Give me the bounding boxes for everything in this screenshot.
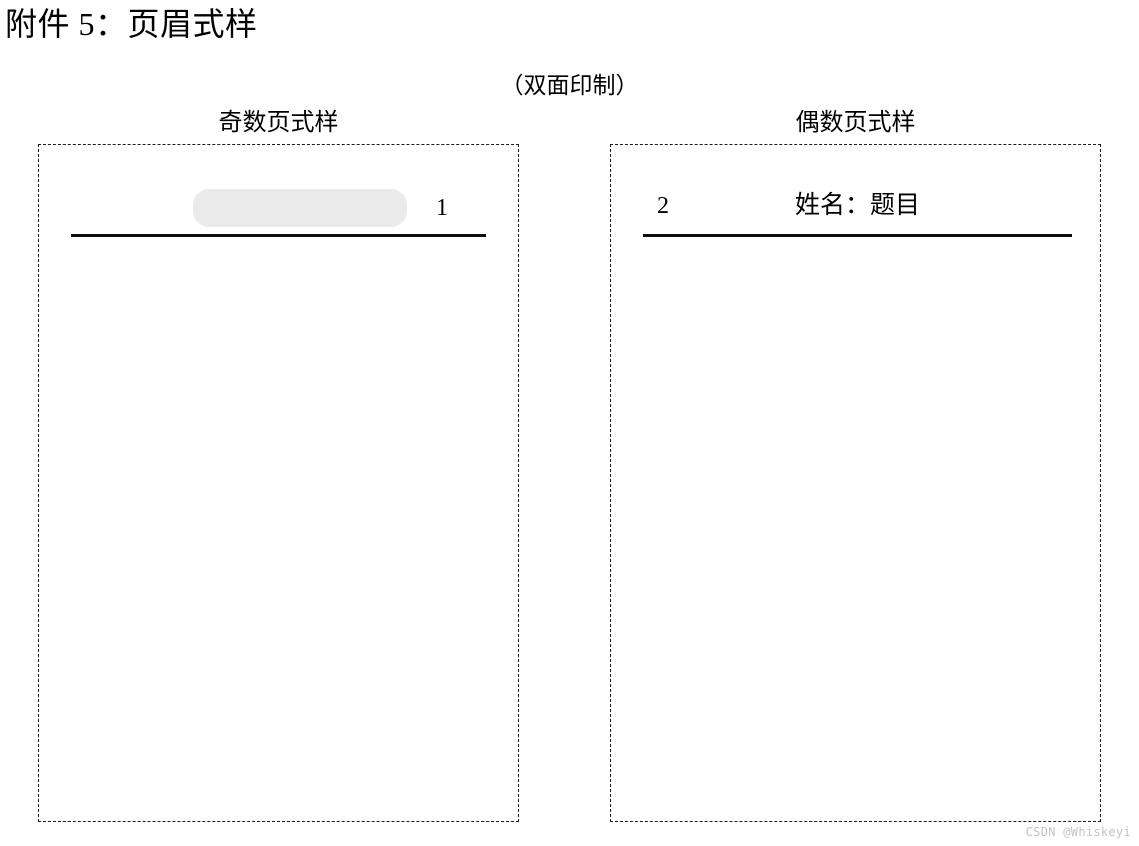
odd-page-box: 1	[38, 144, 519, 822]
even-page-header-row: 2 姓名：题目	[643, 185, 1072, 233]
redaction-blob	[193, 189, 407, 227]
print-mode-note: （双面印制）	[500, 73, 639, 98]
watermark: CSDN @Whiskeyi	[1025, 825, 1131, 839]
even-page-number: 2	[657, 193, 669, 219]
even-page-caption: 偶数页式样	[795, 110, 916, 136]
odd-page-caption: 奇数页式样	[218, 110, 339, 136]
even-page-box: 2 姓名：题目	[610, 144, 1101, 822]
odd-page-sample: 奇数页式样 1	[38, 108, 519, 822]
even-page-header-rule	[643, 234, 1072, 237]
page-title: 附件 5：页眉式样	[5, 6, 258, 42]
odd-page-number: 1	[436, 195, 448, 221]
even-page-running-title: 姓名：题目	[794, 192, 920, 219]
even-page-header-band: 2 姓名：题目	[611, 185, 1100, 237]
even-page-sample: 偶数页式样 2 姓名：题目	[610, 108, 1101, 822]
odd-page-header-band: 1	[39, 185, 518, 237]
odd-page-header-row: 1	[71, 185, 486, 233]
odd-page-header-rule	[71, 234, 486, 237]
